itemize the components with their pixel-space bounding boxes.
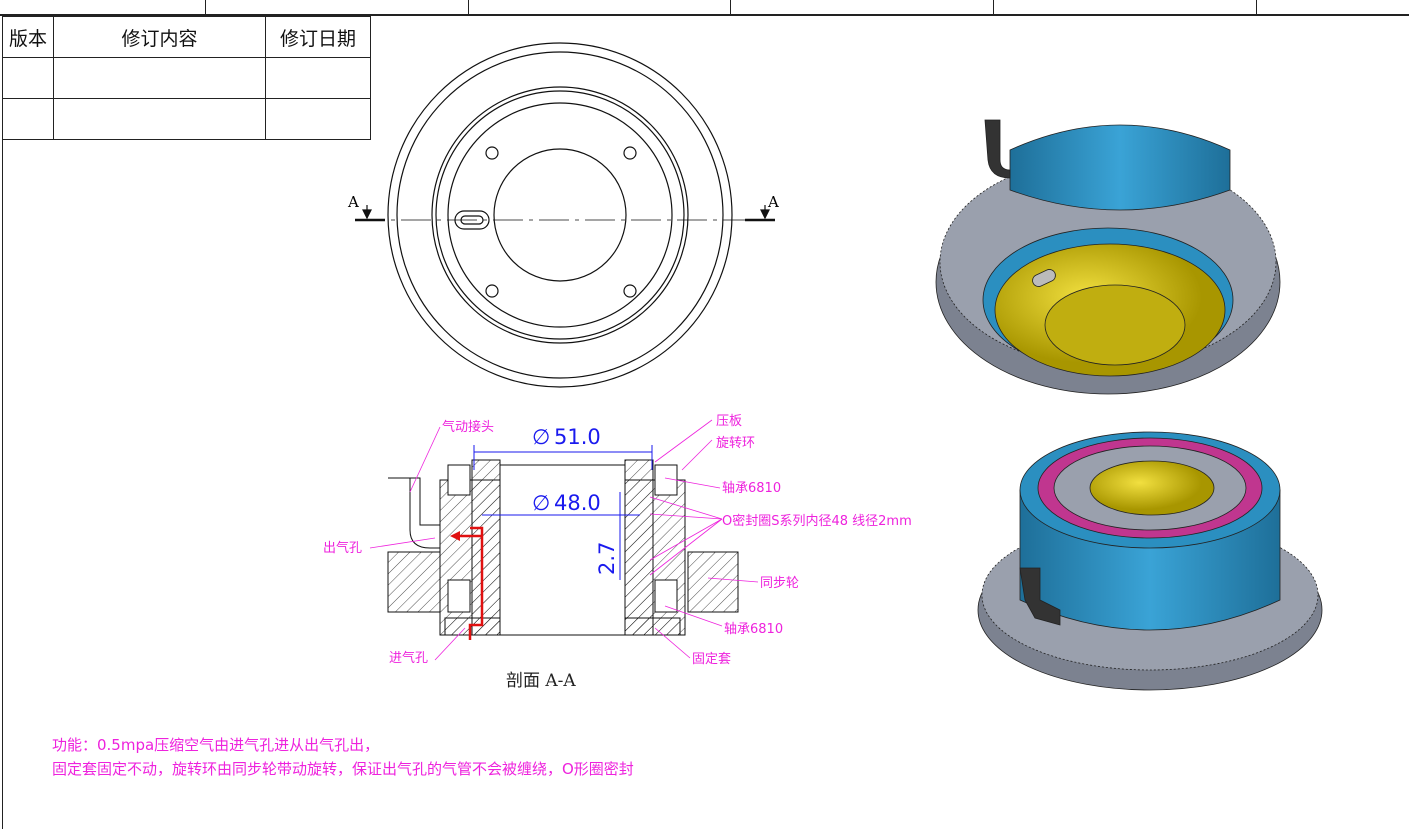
- label-bearing-bottom: 轴承6810: [724, 622, 783, 637]
- render-top-view: [935, 119, 1281, 395]
- dim-outer-dia: 51.0: [554, 425, 601, 449]
- label-outlet: 出气孔: [323, 540, 362, 556]
- label-oring: O密封圈S系列内径48 线径2mm: [722, 513, 912, 529]
- section-title: 剖面 A-A: [506, 671, 576, 691]
- dim-inner-dia-symbol: ∅: [532, 491, 550, 515]
- header-date: 修订日期: [265, 16, 371, 58]
- label-rotating-ring: 旋转环: [716, 436, 755, 451]
- label-pneumatic-fitting: 气动接头: [442, 419, 494, 435]
- section-view: [387, 459, 739, 640]
- dimension-lines: [473, 445, 653, 580]
- header-content: 修订内容: [53, 16, 266, 58]
- title-cell: [1256, 0, 1257, 14]
- label-inlet: 进气孔: [389, 650, 428, 666]
- revision-table: 版本 修订内容 修订日期: [2, 16, 371, 140]
- table-header-row: 版本 修订内容 修订日期: [2, 16, 371, 58]
- frame-border: [2, 16, 3, 829]
- title-cell: [205, 0, 206, 14]
- table-row: [2, 98, 371, 140]
- label-pressure-plate: 压板: [716, 414, 742, 429]
- function-note-line-2: 固定套固定不动，旋转环由同步轮带动旋转，保证出气孔的气管不会被缠绕，O形圈密封: [52, 760, 634, 778]
- dim-inner-dia: 48.0: [554, 491, 601, 515]
- label-sync-pulley: 同步轮: [760, 576, 799, 591]
- header-version: 版本: [2, 16, 54, 58]
- front-view: [355, 42, 775, 388]
- section-mark-right: A: [767, 193, 779, 211]
- title-cell: [993, 0, 994, 14]
- label-fixed-sleeve: 固定套: [692, 651, 731, 667]
- dim-outer-dia-symbol: ∅: [532, 425, 550, 449]
- leader-lines: [369, 419, 759, 661]
- title-cell: [730, 0, 731, 14]
- label-bearing-top: 轴承6810: [722, 481, 781, 496]
- render-bottom-view: [977, 431, 1323, 691]
- dim-gap: 2.7: [595, 542, 619, 575]
- table-row: [2, 57, 371, 99]
- function-note-line-1: 功能：0.5mpa压缩空气由进气孔进从出气孔出，: [52, 736, 380, 754]
- title-block-strip: [0, 0, 1409, 16]
- section-mark-left: A: [347, 193, 359, 211]
- title-cell: [468, 0, 469, 14]
